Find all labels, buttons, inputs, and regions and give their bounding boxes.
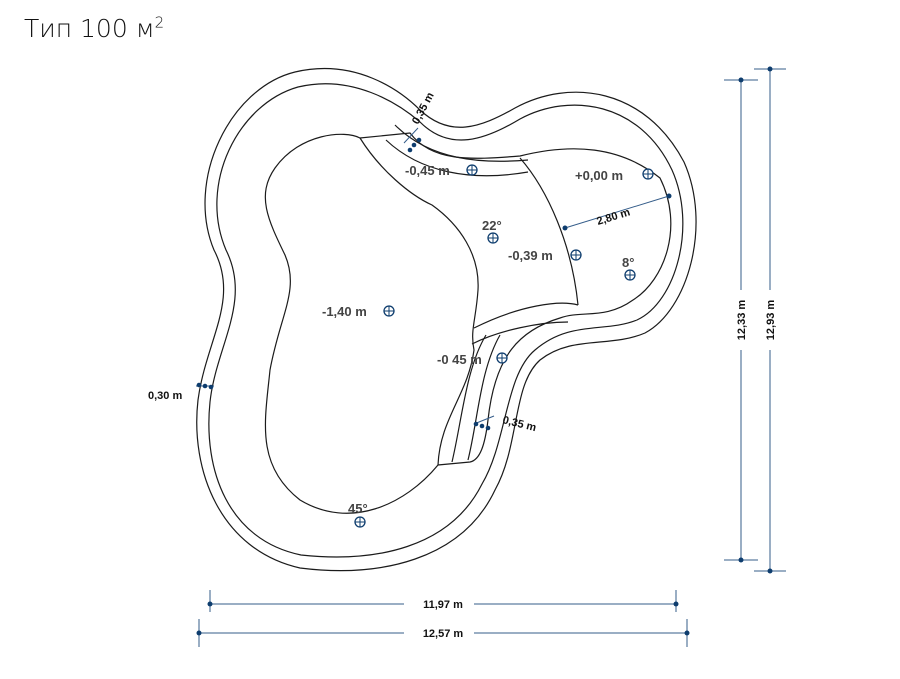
- lower-step-line-2: [471, 321, 569, 345]
- top-wall-dot-2: [411, 142, 417, 148]
- inner-height-dimension: 12,33 m: [724, 77, 758, 563]
- lower-step-line-3: [467, 334, 501, 461]
- deep-zone-edge: [359, 137, 479, 466]
- shelf-width-dot-end: [666, 193, 672, 199]
- title-text: Тип 100 м: [24, 14, 155, 43]
- entry-step-upper-line: [394, 124, 529, 162]
- level-label-shelf: +0,00 m: [575, 168, 623, 183]
- top-wall-dot-3: [416, 137, 422, 143]
- angle-marker-shelf: 8°: [622, 255, 636, 281]
- lower-step-line-4: [451, 334, 487, 463]
- top-wall-dot-1: [407, 147, 413, 153]
- right-wall-dot-1: [473, 421, 479, 427]
- level-label-entry-step: -0,45 m: [405, 163, 450, 178]
- shelf-divider-line: [519, 157, 579, 306]
- angle-label-shelf: 8°: [622, 255, 634, 270]
- angle-label-deep: 45°: [348, 501, 368, 516]
- angle-marker-middle: 22°: [482, 218, 502, 244]
- pool-outer-edge: [196, 67, 697, 572]
- pool-inner-edge: [264, 132, 672, 514]
- entry-step-lower-line: [385, 139, 529, 177]
- inner-width-dimension: 11,97 m: [207, 590, 679, 612]
- shelf-width-line: [564, 195, 670, 229]
- angle-marker-deep: 45°: [348, 501, 368, 528]
- shelf-width-dot-start: [562, 225, 568, 231]
- right-wall-label: 0,35 m: [501, 414, 537, 434]
- top-wall-tick: [403, 127, 419, 144]
- level-marker-entry-step: -0,45 m: [405, 163, 478, 178]
- shelf-width-label: 2,80 m: [595, 206, 631, 228]
- right-wall-marker: 0,35 m: [473, 414, 538, 434]
- outer-width-label: 12,57 m: [423, 628, 464, 640]
- right-wall-dot-3: [485, 425, 491, 431]
- left-wall-dot-1: [196, 382, 202, 388]
- angle-label-middle: 22°: [482, 218, 502, 233]
- level-marker-shelf: +0,00 m: [575, 168, 654, 183]
- top-wall-label: 0,35 m: [410, 90, 437, 126]
- outer-width-dimension: 12,57 m: [196, 619, 690, 647]
- level-marker-deep: -1,40 m: [322, 304, 395, 319]
- level-marker-lower-step: -0 45 m: [437, 352, 508, 367]
- outer-height-dimension: 12,93 m: [754, 66, 786, 574]
- left-wall-dot-2: [202, 383, 208, 389]
- page-title: Тип 100 м2: [24, 14, 164, 43]
- inner-height-label: 12,33 m: [736, 300, 748, 341]
- right-wall-dot-2: [479, 423, 485, 429]
- left-wall-marker: 0,30 m: [148, 382, 214, 402]
- inner-width-label: 11,97 m: [423, 599, 463, 611]
- outer-height-label: 12,93 m: [765, 300, 777, 341]
- shelf-width-dimension: 2,80 m: [562, 193, 672, 231]
- left-wall-dot-3: [208, 384, 214, 390]
- title-superscript: 2: [154, 13, 165, 32]
- level-label-lower-step: -0 45 m: [437, 352, 482, 367]
- level-marker-middle: -0,39 m: [508, 248, 582, 263]
- pool-middle-edge: [208, 83, 684, 558]
- level-label-deep: -1,40 m: [322, 304, 367, 319]
- left-wall-label: 0,30 m: [148, 390, 182, 402]
- level-label-middle: -0,39 m: [508, 248, 553, 263]
- pool-outline-group: [196, 67, 697, 572]
- lower-step-line-1: [473, 302, 579, 329]
